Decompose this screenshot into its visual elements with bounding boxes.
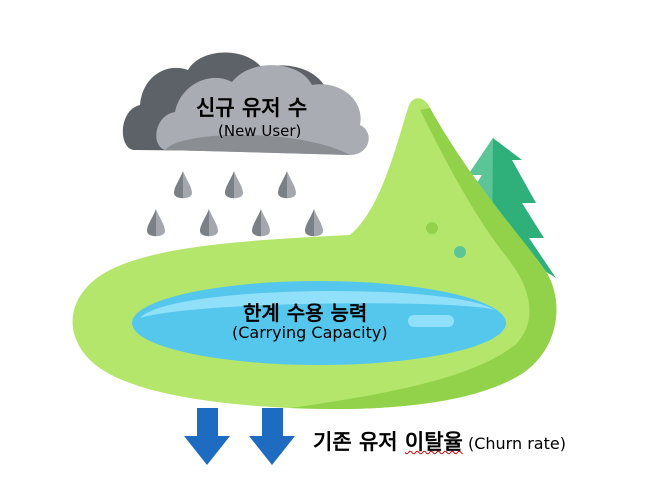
raindrop-icon — [225, 171, 243, 199]
down-arrow-icon — [249, 408, 295, 465]
carrying-capacity-label: 한계 수용 능력 — [243, 301, 368, 325]
churn-rate-label: 기존 유저 이탈율 (Churn rate) — [313, 426, 566, 456]
new-user-label: 신규 유저 수 — [196, 96, 308, 120]
raindrop-icon — [200, 209, 218, 237]
cloud-icon — [122, 52, 369, 155]
raindrop-icon — [147, 209, 165, 237]
down-arrow-icon — [184, 408, 230, 465]
raindrop-icon — [305, 209, 323, 237]
carrying-capacity-sublabel: (Carrying Capacity) — [232, 323, 388, 342]
churn-rate-title-underlined: 이탈율 — [404, 430, 463, 454]
churn-rate-sublabel: (Churn rate) — [467, 434, 566, 453]
raindrop-icon — [278, 171, 296, 199]
churn-rate-title: 기존 유저 — [313, 430, 405, 454]
lake-icon — [132, 281, 506, 365]
raindrop-icon — [174, 171, 192, 199]
new-user-sublabel: (New User) — [218, 122, 302, 140]
raindrop-icon — [252, 209, 270, 237]
raindrops — [147, 171, 323, 237]
